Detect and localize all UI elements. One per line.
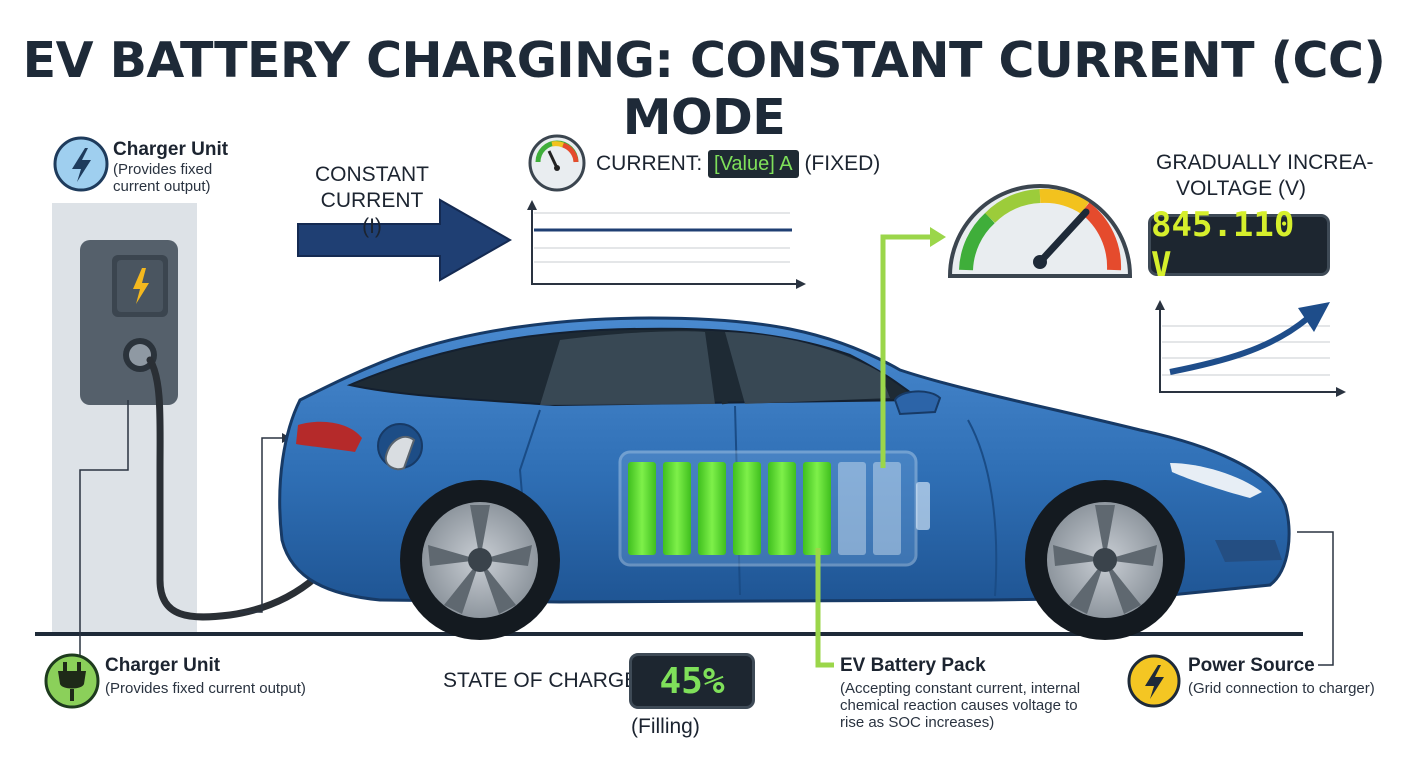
battery-pack bbox=[618, 450, 930, 567]
charger-bottom-title: Charger Unit bbox=[105, 655, 221, 676]
battery-cell-filled bbox=[698, 462, 726, 555]
state-of-charge-status: (Filling) bbox=[631, 715, 700, 738]
connector-power-source bbox=[1297, 531, 1334, 666]
ground-line bbox=[35, 632, 1303, 636]
connector-battery-to-label bbox=[815, 548, 834, 668]
battery-cell-filled bbox=[803, 462, 831, 555]
connector-line-left bbox=[79, 400, 129, 655]
current-chart bbox=[527, 200, 806, 289]
current-value: [Value] A bbox=[708, 150, 799, 178]
constant-current-arrow bbox=[297, 198, 513, 282]
battery-cell-filled bbox=[768, 462, 796, 555]
power-source-title: Power Source bbox=[1188, 655, 1315, 676]
trend-arrow-icon bbox=[1169, 315, 1310, 375]
state-of-charge-display: 45% bbox=[629, 653, 755, 709]
front-wheel bbox=[1025, 480, 1185, 640]
battery-cell-empty bbox=[873, 462, 901, 555]
charger-top-sub-1: (Provides fixed bbox=[113, 161, 213, 178]
voltage-label-line2: VOLTAGE (V) bbox=[1176, 177, 1306, 200]
current-prefix: CURRENT: bbox=[596, 152, 703, 175]
car-mirror bbox=[893, 390, 942, 416]
battery-pack-line1: (Accepting constant current, internal bbox=[840, 680, 1081, 697]
battery-cell-filled bbox=[628, 462, 656, 555]
state-of-charge-label: STATE OF CHARGE: bbox=[443, 669, 645, 692]
voltage-chart bbox=[1155, 300, 1346, 397]
battery-cell-empty bbox=[838, 462, 866, 555]
charger-lightning-icon bbox=[133, 268, 149, 304]
connector-line-car bbox=[240, 437, 282, 613]
charger-bottom-label: Charger Unit (Provides fixed current out… bbox=[105, 655, 306, 697]
current-readout: CURRENT: [Value] A (FIXED) bbox=[596, 150, 880, 178]
rear-wheel bbox=[400, 480, 560, 640]
voltage-label-line1: GRADUALLY INCREA- bbox=[1156, 151, 1374, 174]
power-source-lightning-icon bbox=[1127, 654, 1181, 708]
voltage-display: 845.110 V bbox=[1148, 205, 1330, 285]
battery-pack-label: EV Battery Pack (Accepting constant curr… bbox=[840, 655, 1080, 731]
constant-current-label: CONSTANT CURRENT (I) bbox=[312, 162, 432, 240]
battery-cell-filled bbox=[663, 462, 691, 555]
connector-battery-to-gauge bbox=[880, 234, 935, 468]
battery-cell-filled bbox=[733, 462, 761, 555]
battery-cells bbox=[628, 462, 901, 555]
speedometer-icon bbox=[947, 184, 1133, 278]
gauge-icon bbox=[528, 134, 586, 192]
constant-current-line1: CONSTANT bbox=[315, 163, 429, 186]
headlight bbox=[1170, 463, 1262, 498]
charger-top-label: Charger Unit (Provides fixed current out… bbox=[113, 139, 228, 195]
voltage-label: GRADUALLY INCREA- VOLTAGE (V) bbox=[1156, 150, 1374, 202]
power-source-label: Power Source (Grid connection to charger… bbox=[1188, 655, 1375, 697]
charger-top-sub-2: current output) bbox=[113, 178, 211, 195]
battery-pack-title: EV Battery Pack bbox=[840, 655, 986, 676]
constant-current-line2: CURRENT (I) bbox=[320, 189, 424, 238]
charger-bottom-sub: (Provides fixed current output) bbox=[105, 680, 306, 697]
lightning-icon bbox=[53, 136, 109, 192]
tail-light bbox=[296, 421, 362, 452]
charging-plug-at-car bbox=[384, 435, 416, 471]
power-source-sub: (Grid connection to charger) bbox=[1188, 680, 1375, 697]
plug-icon bbox=[44, 653, 100, 709]
current-suffix: (FIXED) bbox=[804, 152, 881, 175]
battery-pack-line2: chemical reaction causes voltage to bbox=[840, 697, 1078, 714]
battery-pack-line3: rise as SOC increases) bbox=[840, 714, 995, 731]
charger-top-title: Charger Unit bbox=[113, 139, 229, 160]
page-title: EV BATTERY CHARGING: CONSTANT CURRENT (C… bbox=[22, 32, 1386, 146]
